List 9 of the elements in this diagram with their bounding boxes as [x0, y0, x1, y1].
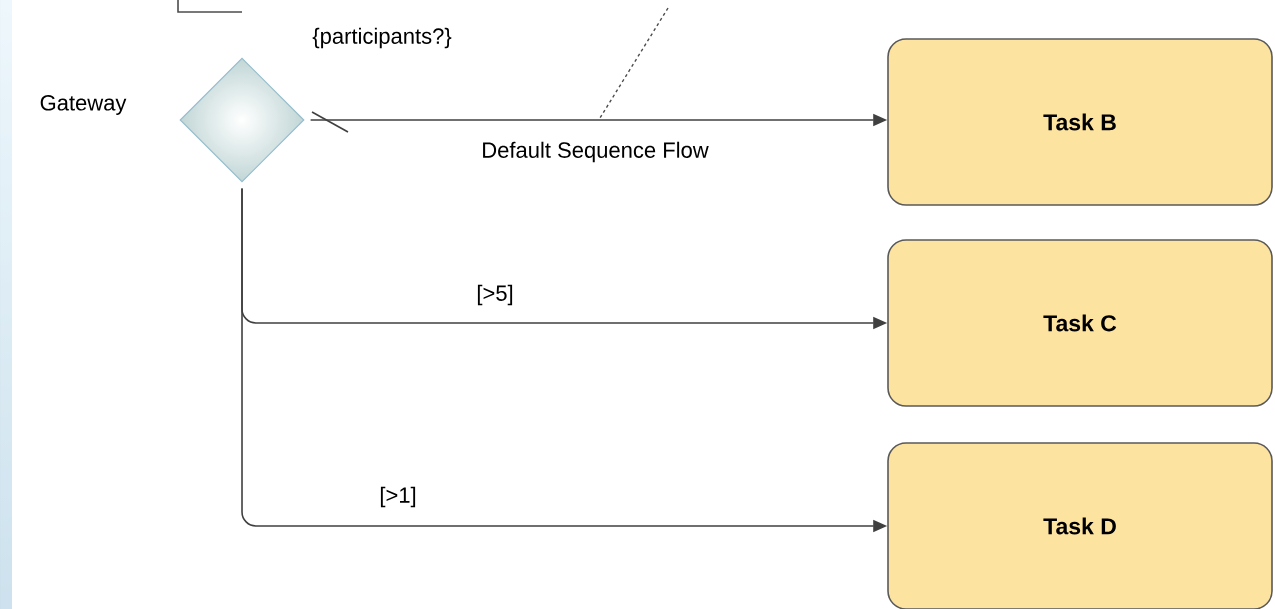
edge-label: Default Sequence Flow	[480, 140, 710, 164]
task-box: Task D	[887, 442, 1273, 609]
edge-label: [>5]	[475, 283, 515, 307]
edge-label: [>1]	[378, 485, 418, 509]
gateway-diamond	[179, 57, 305, 183]
node-label: {participants?}	[312, 27, 452, 49]
task-box: Task C	[887, 239, 1273, 407]
task-box: Task B	[887, 38, 1273, 206]
node-label: Gateway	[40, 95, 127, 115]
